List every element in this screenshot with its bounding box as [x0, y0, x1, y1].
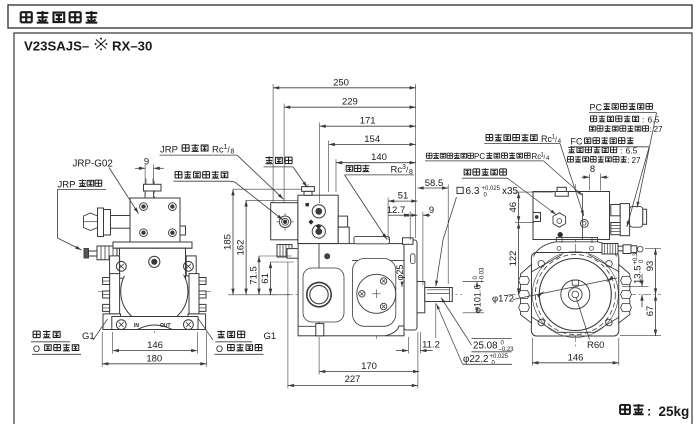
svg-text:122: 122 — [508, 251, 519, 267]
svg-text:46: 46 — [508, 202, 519, 213]
svg-text:185: 185 — [223, 234, 234, 250]
svg-text:1: 1 — [541, 152, 545, 158]
svg-text:3: 3 — [402, 164, 406, 171]
svg-text:φ22.2: φ22.2 — [463, 354, 488, 365]
svg-text:8: 8 — [590, 164, 595, 175]
svg-text:PC: PC — [590, 102, 603, 112]
svg-text:93: 93 — [645, 261, 656, 272]
svg-text:0: 0 — [484, 193, 488, 199]
svg-text:–0.03: –0.03 — [480, 267, 486, 283]
svg-text:12.7: 12.7 — [387, 205, 406, 216]
svg-text:JRP-G02: JRP-G02 — [73, 159, 113, 170]
svg-text:Rc: Rc — [541, 134, 552, 144]
svg-text:O: O — [216, 344, 223, 354]
svg-text:φ101.6: φ101.6 — [473, 285, 483, 313]
svg-text::: : — [628, 156, 630, 165]
svg-text:+0.025: +0.025 — [482, 186, 501, 192]
svg-text:4: 4 — [546, 156, 550, 162]
svg-text:φ172: φ172 — [492, 294, 514, 305]
svg-text:/: / — [228, 145, 231, 154]
svg-text::: : — [642, 115, 644, 125]
svg-text:x35: x35 — [502, 186, 519, 197]
svg-text:154: 154 — [364, 134, 380, 145]
svg-text:O: O — [33, 344, 40, 354]
svg-text:IN: IN — [134, 323, 139, 329]
svg-text:R60: R60 — [587, 340, 604, 351]
svg-text:V23SAJS–: V23SAJS– — [24, 39, 89, 54]
svg-text:146: 146 — [568, 352, 584, 363]
svg-text:JRP: JRP — [160, 144, 178, 155]
svg-text:/: / — [544, 154, 546, 161]
svg-text:27: 27 — [632, 156, 642, 165]
svg-text:RX–30: RX–30 — [112, 39, 152, 54]
svg-text:6.3: 6.3 — [466, 186, 480, 197]
svg-text:FC: FC — [571, 137, 583, 147]
svg-text:250: 250 — [333, 77, 349, 88]
svg-text:162: 162 — [236, 240, 247, 256]
svg-text:PC: PC — [474, 152, 485, 161]
svg-text:1: 1 — [552, 134, 556, 141]
svg-text:171: 171 — [360, 116, 376, 127]
svg-text:170: 170 — [361, 361, 377, 372]
svg-text:8: 8 — [231, 149, 235, 156]
svg-text:1: 1 — [224, 144, 228, 151]
svg-text:6.5: 6.5 — [648, 115, 660, 125]
svg-text:8: 8 — [409, 169, 413, 176]
svg-text:0: 0 — [492, 360, 496, 366]
svg-text:180: 180 — [146, 353, 162, 364]
svg-text:0: 0 — [501, 341, 505, 347]
svg-text:–0.23: –0.23 — [499, 347, 515, 353]
svg-text:229: 229 — [342, 97, 358, 108]
svg-text:6.5: 6.5 — [626, 146, 638, 156]
svg-text:9: 9 — [429, 205, 434, 216]
svg-text:Rc: Rc — [532, 152, 542, 161]
svg-text:11.2: 11.2 — [422, 340, 440, 351]
svg-text:/: / — [406, 166, 409, 175]
svg-text:27: 27 — [654, 125, 664, 134]
svg-text::: : — [647, 404, 651, 419]
svg-text:+0.025: +0.025 — [490, 354, 509, 360]
svg-text:φ25: φ25 — [395, 265, 405, 281]
svg-text:4: 4 — [558, 138, 562, 145]
svg-text:25.08: 25.08 — [473, 340, 498, 351]
svg-text:61: 61 — [260, 273, 271, 284]
svg-text::: : — [650, 125, 652, 134]
svg-text:/: / — [555, 137, 557, 144]
svg-text:58.5: 58.5 — [425, 178, 444, 189]
svg-text:140: 140 — [371, 152, 387, 163]
svg-text:67: 67 — [645, 306, 656, 317]
svg-text:+0.3: +0.3 — [633, 252, 639, 265]
svg-text:0: 0 — [473, 276, 479, 280]
svg-text:25kg: 25kg — [659, 404, 690, 419]
svg-text:Rc: Rc — [391, 165, 403, 176]
svg-text::: : — [620, 146, 622, 156]
svg-text:0: 0 — [639, 259, 645, 263]
svg-text:146: 146 — [147, 340, 163, 351]
svg-text:227: 227 — [345, 374, 361, 385]
svg-text:13.5: 13.5 — [633, 266, 644, 285]
svg-text:71.5: 71.5 — [249, 266, 260, 285]
svg-text:G1: G1 — [82, 331, 95, 342]
svg-text:JRP: JRP — [58, 179, 76, 190]
svg-text:G1: G1 — [264, 331, 277, 342]
svg-text:51: 51 — [398, 190, 409, 201]
svg-text:OUT: OUT — [160, 323, 171, 329]
svg-text:Rc: Rc — [212, 144, 224, 155]
svg-text:9: 9 — [144, 156, 149, 167]
